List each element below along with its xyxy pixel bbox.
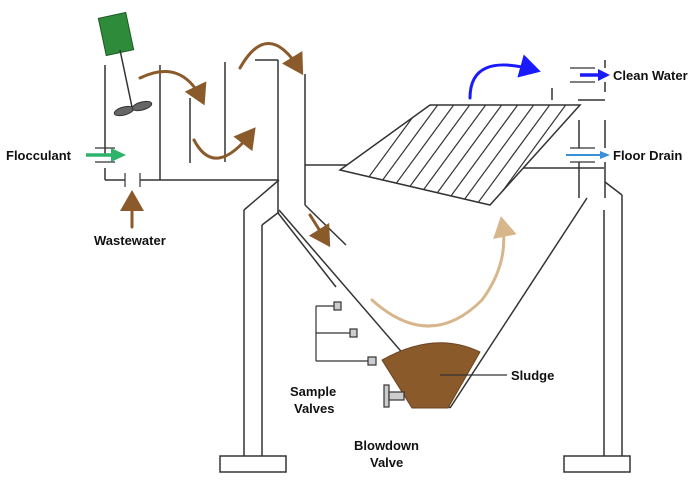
blowdown-valve-icon[interactable] <box>383 384 405 408</box>
wastewater-label: Wastewater <box>94 233 166 248</box>
flow-arrow-over-weir <box>238 42 304 76</box>
sample-valve-icon[interactable] <box>349 328 358 338</box>
clean-water-rise-arrow <box>468 54 541 100</box>
sample-valve-icon[interactable] <box>367 356 377 366</box>
blowdown-valve-label-line1: Blowdown <box>354 438 419 453</box>
floor-drain-label: Floor Drain <box>613 148 682 163</box>
clean-water-label: Clean Water <box>613 68 688 83</box>
sample-valves <box>315 301 377 366</box>
left-leg <box>219 179 287 473</box>
flocculation-tank <box>104 62 278 181</box>
impeller-icon <box>113 100 153 117</box>
flow-arrows <box>120 42 541 328</box>
right-leg <box>563 181 631 473</box>
mixer <box>97 11 153 117</box>
sample-valve-icon[interactable] <box>333 301 342 311</box>
flow-arrow-downcomer <box>308 213 331 248</box>
flocculant-inlet <box>95 147 115 163</box>
sludge-return-arrow <box>370 216 517 328</box>
sample-valves-label-line1: Sample <box>290 384 336 399</box>
riser-column <box>255 59 347 288</box>
wastewater-inlet <box>124 173 141 187</box>
sludge-label: Sludge <box>511 368 554 383</box>
mixer-motor-icon <box>97 11 135 57</box>
floor-drain-arrow-icon <box>566 151 610 159</box>
floor-drain-outlet <box>570 147 595 163</box>
flow-arrow-mixing-1 <box>138 70 207 106</box>
flocculant-label: Flocculant <box>6 148 72 163</box>
blowdown-valve-label-line2: Valve <box>370 455 403 470</box>
flocculant-arrow-icon <box>86 148 126 162</box>
clean-water-arrow-icon <box>580 69 610 81</box>
sludge-blanket <box>381 342 481 409</box>
clean-water-outlet <box>570 67 595 83</box>
flow-arrow-mixing-2 <box>192 127 256 160</box>
sample-valves-label-line2: Valves <box>294 401 335 416</box>
